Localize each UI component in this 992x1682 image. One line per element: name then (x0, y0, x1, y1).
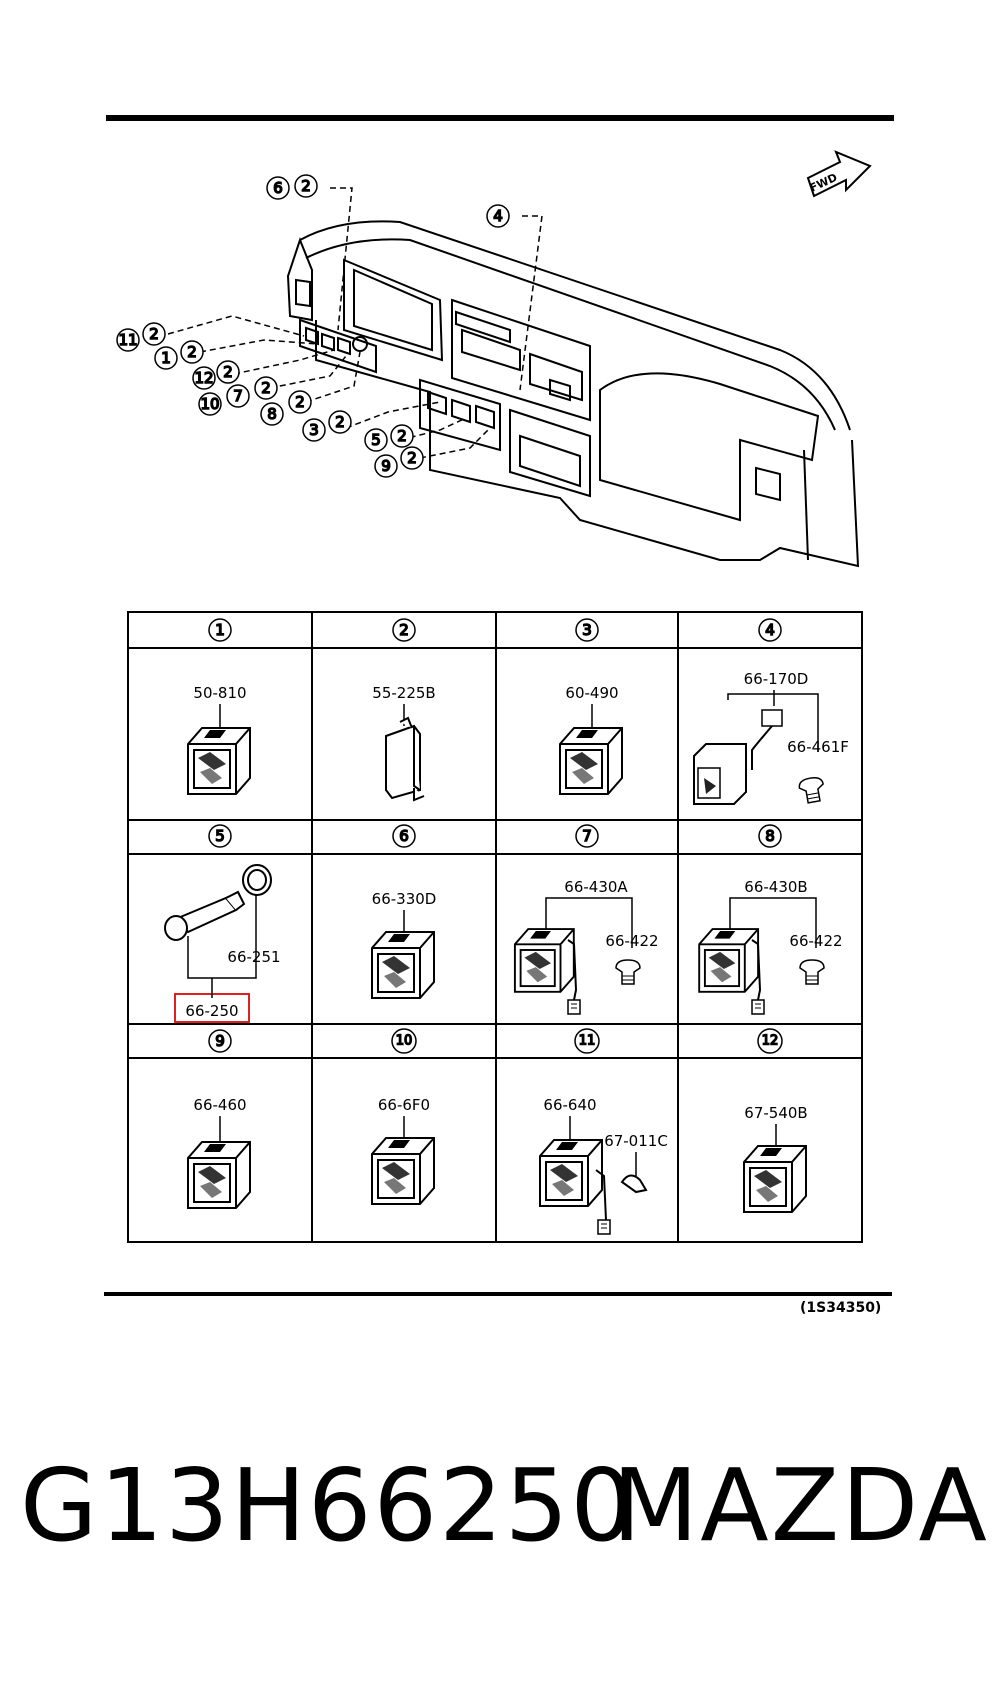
switch-66-430b-icon (698, 897, 825, 1015)
cell-6-number: 6 (399, 827, 409, 845)
svg-text:10: 10 (200, 395, 219, 413)
callout-1-2: 1 2 (154, 340, 204, 370)
leader-lines (167, 187, 543, 459)
switch-66-6f0-icon (371, 1137, 435, 1205)
cell-11-number: 11 (579, 1034, 596, 1049)
cell-4-number: 4 (765, 621, 775, 639)
svg-text:6: 6 (273, 179, 283, 197)
switch-67-540b-icon (743, 1145, 807, 1213)
part-66-330d: 66-330D (372, 890, 437, 908)
part-60-490: 60-490 (565, 684, 618, 702)
svg-text:1: 1 (161, 349, 171, 367)
svg-text:2: 2 (295, 393, 305, 411)
cell-12-number: 12 (762, 1034, 779, 1049)
switch-50-810-icon (187, 727, 251, 795)
part-66-460: 66-460 (193, 1096, 246, 1114)
part-50-810: 50-810 (193, 684, 246, 702)
svg-text:2: 2 (223, 363, 233, 381)
svg-text:2: 2 (407, 449, 417, 467)
switch-66-430a-icon (513, 897, 641, 1015)
part-66-6f0: 66-6F0 (378, 1096, 430, 1114)
dashboard-illustration (286, 220, 860, 568)
fwd-arrow-icon: FWD (806, 150, 872, 198)
svg-text:7: 7 (233, 387, 243, 405)
callout-3-2: 3 2 (302, 410, 352, 442)
reference-code: (1S34350) (800, 1300, 882, 1316)
cell-8-number: 8 (765, 827, 775, 845)
callout-4: 4 (486, 204, 510, 228)
switch-66-330d-icon (371, 931, 435, 999)
cell-3-number: 3 (582, 621, 592, 639)
cell-1-number: 1 (215, 621, 225, 639)
svg-text:2: 2 (335, 413, 345, 431)
svg-text:5: 5 (371, 431, 381, 449)
cell-7-number: 7 (582, 827, 592, 845)
svg-text:12: 12 (194, 369, 213, 387)
part-66-430b: 66-430B (744, 878, 807, 896)
part-66-251: 66-251 (227, 948, 280, 966)
svg-text:9: 9 (381, 457, 391, 475)
part-66-640: 66-640 (543, 1096, 596, 1114)
part-number-caption: G13H66250 (20, 1447, 637, 1564)
callout-5-2: 5 2 (364, 424, 414, 452)
svg-text:3: 3 (309, 421, 319, 439)
parts-table (127, 611, 863, 1243)
switch-60-490-icon (559, 727, 623, 795)
cigarette-lighter-icon (164, 864, 272, 998)
switch-illustrations (164, 690, 827, 1235)
clip-67-011c-icon (620, 1174, 648, 1194)
cell-10-number: 10 (396, 1034, 413, 1049)
callout-12-2: 12 2 (192, 360, 240, 390)
part-66-170d: 66-170D (744, 670, 809, 688)
clip-55-225b-icon (385, 716, 425, 802)
part-67-540b: 67-540B (744, 1104, 807, 1122)
top-rule (106, 115, 894, 121)
svg-text:4: 4 (493, 207, 503, 225)
switch-66-170d-icon (693, 690, 827, 805)
callout-11-2: 11 2 (116, 322, 166, 352)
part-55-225b: 55-225B (372, 684, 435, 702)
svg-text:2: 2 (187, 343, 197, 361)
bottom-rule (104, 1292, 892, 1296)
part-labels: 50-810 55-225B 60-490 66-170D 66-461F 66… (185, 670, 848, 1150)
cell-2-number: 2 (399, 621, 409, 639)
cell-9-number: 9 (215, 1032, 225, 1050)
callout-9-2: 9 2 (374, 446, 424, 478)
part-66-430a: 66-430A (564, 878, 628, 896)
svg-text:8: 8 (267, 405, 277, 423)
callout-8-2: 8 2 (260, 390, 312, 426)
cell-headers: 1 2 3 4 5 6 7 8 9 10 11 12 (208, 618, 783, 1054)
svg-text:11: 11 (118, 331, 137, 349)
switch-66-640-icon (539, 1116, 648, 1235)
callout-10-7-2: 10 7 2 (198, 376, 278, 416)
brand-caption: MAZDA (612, 1447, 989, 1564)
svg-text:2: 2 (301, 177, 311, 195)
cell-5-number: 5 (215, 827, 225, 845)
svg-text:2: 2 (261, 379, 271, 397)
callout-6-2: 6 2 (266, 174, 318, 200)
svg-text:2: 2 (149, 325, 159, 343)
callouts: 6 2 4 11 2 1 2 12 2 10 7 2 (116, 174, 510, 478)
svg-text:2: 2 (397, 427, 407, 445)
part-67-011c: 67-011C (604, 1132, 668, 1150)
part-66-250: 66-250 (185, 1002, 238, 1020)
switch-66-460-icon (187, 1141, 251, 1209)
